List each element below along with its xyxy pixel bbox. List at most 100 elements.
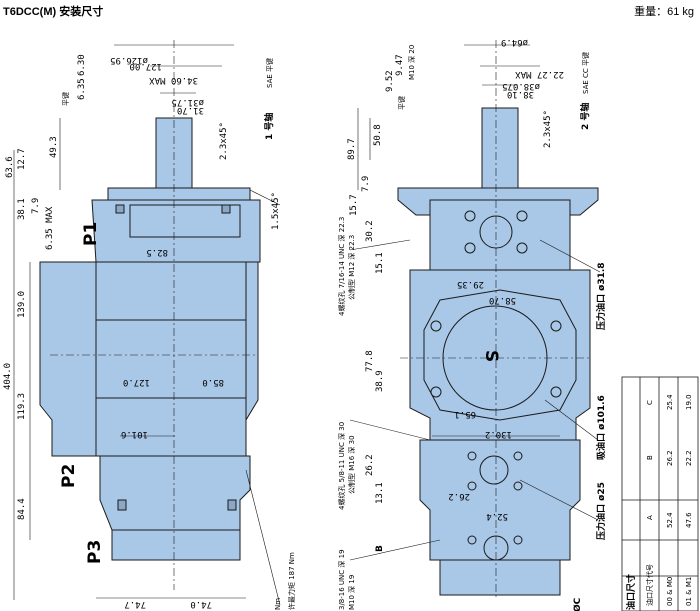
right-note-1: 4螺纹孔 7/16-14 UNC 深 22.3 (337, 217, 346, 316)
right-bolt-11 (467, 481, 477, 491)
left-sae-label: SAE 平键 (265, 58, 274, 88)
right-dim-a24: 52.4 (486, 511, 508, 521)
weight-label: 重量：61 kg (634, 6, 694, 18)
right-shaft (481, 107, 519, 189)
right-note-3: 4螺纹孔 5/8-11 UNC 深 30 (337, 422, 346, 510)
right-bolt-1 (464, 210, 476, 222)
left-torque-leader (245, 469, 281, 606)
left-dim-d21: 119.3 (17, 393, 27, 420)
right-dim-a6: ø38.075 (502, 81, 540, 91)
right-note-4: 公制型 M16 深 30 (347, 435, 356, 494)
right-dim-a17: 77.8 (365, 350, 375, 372)
left-dim-d10: 12.7 (17, 148, 27, 170)
right-dim-a19: 65.1 (454, 409, 476, 419)
left-dim-d11: 2.3x45° (219, 122, 229, 160)
right-leader-4 (349, 239, 411, 251)
table-header-c: C (646, 400, 654, 405)
right-leader-5 (349, 419, 431, 441)
right-dim-a23: 26.2 (448, 491, 470, 501)
right-pump-view (349, 40, 601, 600)
right-dim-a4: ø64.9 (501, 37, 528, 47)
right-p2-port (479, 455, 509, 485)
right-dim-a21: 26.2 (365, 454, 375, 476)
left-dim-d4: 127.00 (129, 61, 162, 71)
right-leader-2 (544, 399, 599, 441)
right-bolt-9 (467, 451, 477, 461)
left-dim-d23: 84.4 (17, 498, 27, 520)
right-bolt-13 (467, 535, 477, 545)
table-title: 油口尺寸 (625, 574, 637, 610)
right-leader-3 (519, 479, 599, 521)
right-dim-a12: 2.3x45° (543, 110, 553, 148)
table-r1-a: 52.4 (666, 512, 674, 528)
right-note-5: 3/8-16 UNC 深 19 (337, 549, 346, 610)
header: T6DCC(M) 安装尺寸 重量：61 kg (0, 0, 700, 20)
right-dim-a20: 130.2 (485, 429, 512, 439)
left-bolt-4 (227, 499, 237, 511)
left-port-p2: P2 (59, 464, 79, 488)
right-dim-a22: 13.1 (375, 482, 385, 504)
left-dim-d15: 6.35 MAX (45, 206, 55, 250)
right-dim-a18: 38.9 (375, 370, 385, 392)
right-bolt-14 (513, 535, 523, 545)
right-s-label: S (481, 350, 501, 362)
left-dim-d2: 6.30 (77, 54, 87, 76)
table-r1-b: 26.2 (666, 450, 674, 466)
right-bolt-2 (516, 210, 528, 222)
left-dim-d8: 49.3 (49, 136, 59, 158)
right-dim-a25: B (375, 545, 385, 552)
left-dim-d7: 31.70 (177, 105, 204, 115)
left-dim-d3: ø126.95 (110, 55, 148, 65)
right-dim-a1: 9.52 (385, 70, 395, 92)
left-key-label: 平键 (61, 92, 70, 106)
right-dim-a3: M10 深 20 (407, 45, 416, 80)
right-bolt-12 (513, 481, 523, 491)
right-dim-a13: 30.2 (365, 220, 375, 242)
left-dim-d1: 6.35 (77, 78, 87, 100)
left-bolt-3 (117, 499, 127, 511)
left-dim-d16: 82.5 (146, 247, 168, 257)
right-outlet-1: 压力油口 ø31.8 (595, 262, 607, 330)
right-inlet-label: 吸油口 ø101.6 (595, 395, 607, 460)
left-dim-d13: 38.1 (17, 198, 27, 220)
left-dim-d14: 7.9 (31, 198, 41, 214)
right-dim-a10: 7.9 (361, 176, 371, 192)
left-port-p3: P3 (85, 540, 105, 564)
right-dim-a9: 89.7 (347, 138, 357, 160)
table-r1-c: 25.4 (666, 394, 674, 410)
left-dim-d12: 1.5x45° (271, 192, 281, 230)
right-bolt-6 (550, 320, 562, 332)
left-dim-d25: 74.0 (190, 599, 212, 609)
right-key-label: 平键 (397, 96, 406, 110)
right-dim-a11: 15.7 (349, 194, 359, 216)
left-main-body (39, 261, 259, 457)
table-frame (621, 376, 699, 611)
left-bolt-2 (221, 204, 231, 214)
table-r2-b: 22.2 (685, 450, 693, 466)
left-body-p3 (111, 529, 241, 561)
right-bolt-3 (464, 242, 476, 254)
right-bolt-10 (513, 451, 523, 461)
right-dim-a7: 38.10 (507, 89, 534, 99)
right-note-6: M10 深 19 (347, 575, 356, 610)
left-torque-note: 许最力矩 187 Nm (287, 552, 296, 610)
right-note-2: 公制型 M12 深 22.3 (347, 235, 356, 300)
right-leader-1 (539, 239, 601, 273)
left-dim-d9: 63.6 (5, 156, 15, 178)
right-dim-a16: 58.70 (489, 295, 516, 305)
table-header-b: B (646, 455, 654, 460)
port-size-table (621, 376, 699, 611)
right-bolt-8 (550, 386, 562, 398)
right-bottom-body (439, 559, 561, 596)
right-dim-a2: 9.47 (395, 54, 405, 76)
left-dim-d24: 74.7 (124, 599, 146, 609)
left-dimension-labels: 6.35 6.30 ø126.95 127.00 34.60 MAX ø31.7… (3, 54, 296, 610)
right-lower-body (419, 439, 581, 561)
right-bolt-5 (430, 320, 442, 332)
left-chamfer-leader (249, 189, 281, 206)
table-header-code: 油口尺寸代号 (645, 564, 654, 606)
table-text: 油口尺寸 油口尺寸代号 A B C 00 & M0 52.4 26.2 25.4… (625, 394, 693, 610)
right-c-label: ØC (572, 597, 583, 611)
table-r2-c: 19.0 (685, 394, 693, 410)
